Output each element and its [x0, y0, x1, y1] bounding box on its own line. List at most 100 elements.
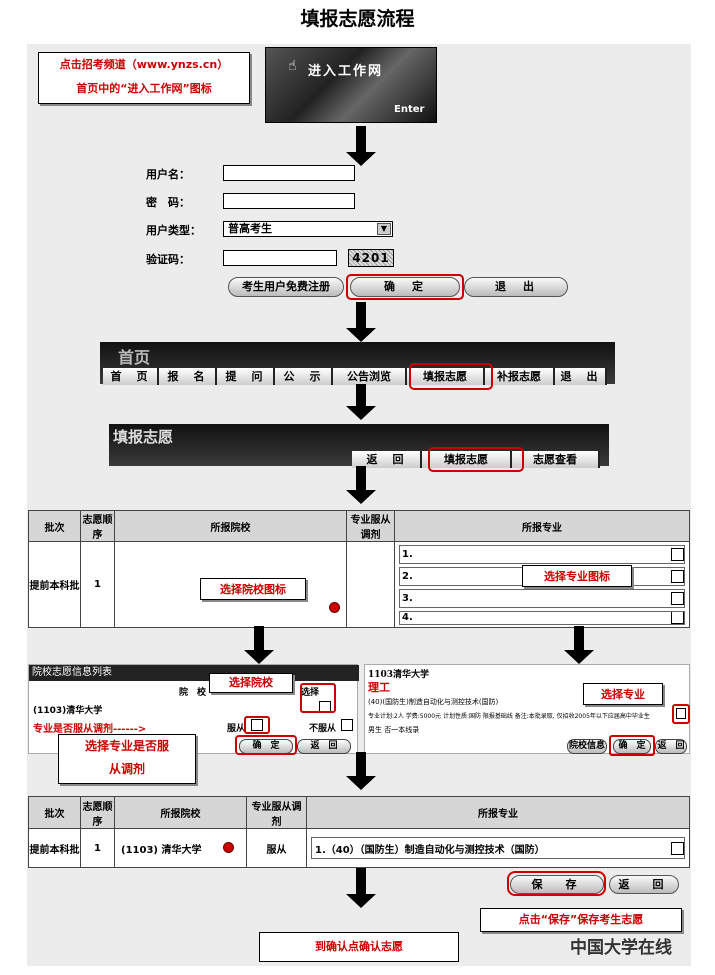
user-type-select[interactable]: 普高考生 ▼	[223, 221, 393, 237]
th2-order: 志愿顺序	[80, 796, 115, 829]
filled-adjust: 服从	[246, 828, 307, 868]
fill-nav: 返 回 填报志愿 志愿查看	[352, 451, 600, 468]
school-confirm-highlight	[235, 735, 297, 755]
major-checkbox[interactable]	[676, 708, 686, 719]
school-select-icon[interactable]	[222, 841, 234, 853]
school-panel-title: 院校志愿信息列表	[29, 665, 359, 681]
nav-fill-highlight	[409, 363, 493, 390]
school-back-button[interactable]: 返 回	[297, 739, 351, 754]
filled-major-cell: 1.（40）（国防生）制造自动化与测控技术（国防）	[306, 828, 690, 868]
major-ok-button[interactable]: 确 定	[613, 739, 651, 754]
home-title: 首页	[118, 348, 151, 367]
fill-nav-back[interactable]: 返 回	[352, 451, 422, 468]
nav-supplement[interactable]: 补报志愿	[485, 368, 555, 385]
arrow-down-2-icon	[346, 302, 376, 342]
arrow-down-4-icon	[346, 466, 376, 504]
register-button[interactable]: 考生用户免费注册	[228, 277, 344, 297]
not-obey-checkbox[interactable]	[341, 719, 353, 731]
th-order: 志愿顺序	[80, 510, 115, 542]
username-input[interactable]	[223, 165, 355, 181]
major-detail: 专业计划:2人 学费:5000元 计划性质:国防 限报基础线 备注:本批录取, …	[368, 713, 650, 720]
th2-batch: 批次	[28, 796, 81, 829]
nav-fill[interactable]: 填报志愿	[407, 368, 485, 385]
school-name: (1103)清华大学	[33, 706, 103, 716]
fill-nav-fill[interactable]: 填报志愿	[422, 451, 512, 468]
filled-order: 1	[80, 828, 115, 868]
adjust-line2: 从调剂	[108, 762, 145, 776]
th-school: 所报院校	[114, 510, 347, 542]
major-info-button[interactable]: 院校信息	[567, 739, 607, 754]
step1-line2: 首页中的“进入工作网”图标	[76, 82, 212, 95]
filled-school: (1103) 清华大学	[121, 844, 202, 856]
login-confirm-button[interactable]: 确 定	[350, 277, 460, 297]
select-col-header: 选择	[301, 688, 320, 698]
password-input[interactable]	[223, 193, 355, 209]
obey-checkbox[interactable]	[251, 719, 263, 731]
major-gender: 男生 否一本线录	[368, 726, 420, 734]
major-slot-4: 4.	[402, 612, 413, 623]
page-title: 填报志愿流程	[300, 8, 415, 30]
fill-nav-highlight	[428, 447, 524, 472]
major-slot-1: 1.	[402, 548, 413, 560]
select-school-icon-callout: 选择院校图标	[200, 578, 306, 600]
step1-line1: 点击招考频道（www.ynzs.cn）	[59, 58, 229, 71]
fill-nav-view[interactable]: 志愿查看	[512, 451, 600, 468]
filled-major: 1.（40）（国防生）制造自动化与测控技术（国防）	[315, 844, 545, 856]
school-checkbox-highlight	[300, 683, 336, 713]
edit-icon[interactable]	[671, 569, 684, 583]
captcha-input[interactable]	[223, 250, 337, 266]
banner-text: 进入工作网	[308, 64, 384, 79]
school-select-icon[interactable]	[329, 602, 340, 613]
order-cell: 1	[80, 541, 115, 628]
nav-home[interactable]: 首 页	[103, 368, 159, 385]
final-back-button[interactable]: 返 回	[609, 875, 679, 894]
edit-icon[interactable]	[671, 611, 684, 624]
volunteer-table-filled: 批次 志愿顺序 所报院校 专业服从调剂 所报专业 提前本科批 1 (1103) …	[28, 796, 690, 868]
save-callout: 点击“保存”保存考生志愿	[480, 908, 682, 932]
arrow-down-6-icon	[564, 626, 594, 664]
edit-icon[interactable]	[671, 591, 684, 605]
nav-notice[interactable]: 公 示	[275, 368, 333, 385]
login-confirm-highlight	[346, 274, 464, 300]
watermark: 中国大学在线	[570, 938, 672, 958]
th2-school: 所报院校	[114, 796, 247, 829]
major-slot-3: 3.	[402, 592, 413, 604]
th2-adjust: 专业服从调剂	[246, 796, 307, 829]
enter-banner[interactable]: ☝ 进入工作网 Enter	[265, 47, 437, 123]
obey-label: 服从	[227, 724, 246, 734]
hand-icon: ☝	[288, 58, 297, 74]
nav-ask[interactable]: 提 问	[217, 368, 275, 385]
th-major: 所报专业	[394, 510, 690, 542]
arrow-down-8-icon	[346, 868, 376, 908]
home-nav: 首 页 报 名 提 问 公 示 公告浏览 填报志愿 补报志愿 退 出	[103, 368, 607, 385]
major-ok-highlight	[609, 735, 655, 756]
captcha-image: 4201	[348, 249, 394, 267]
arrow-down-7-icon	[346, 752, 376, 790]
major-dept: 理工	[368, 681, 390, 694]
select-major-callout: 选择专业	[583, 683, 663, 705]
major-checkbox-highlight	[672, 704, 690, 724]
edit-icon[interactable]	[671, 841, 684, 855]
captcha-label: 验证码：	[146, 253, 190, 266]
nav-announce[interactable]: 公告浏览	[333, 368, 407, 385]
not-obey-label: 不服从	[309, 724, 337, 734]
major-line: (40)(国防生)制造自动化与测控技术(国防)	[368, 698, 499, 706]
fill-title: 填报志愿	[113, 428, 174, 446]
nav-register[interactable]: 报 名	[159, 368, 217, 385]
arrow-down-5-icon	[244, 626, 274, 664]
chevron-down-icon: ▼	[377, 223, 391, 235]
login-exit-button[interactable]: 退 出	[464, 277, 568, 297]
user-type-value: 普高考生	[228, 222, 272, 235]
username-label: 用户名：	[146, 168, 190, 181]
edit-icon[interactable]	[671, 547, 684, 561]
th2-major: 所报专业	[306, 796, 690, 829]
major-back-button[interactable]: 返 回	[655, 739, 687, 754]
select-school-callout: 选择院校	[209, 673, 293, 693]
nav-exit[interactable]: 退 出	[555, 368, 607, 385]
save-button[interactable]: 保 存	[510, 875, 604, 894]
th-batch: 批次	[28, 510, 81, 542]
select-major-icon-callout: 选择专业图标	[522, 565, 632, 587]
banner-enter: Enter	[394, 104, 425, 115]
adjust-line1: 选择专业是否服	[84, 739, 169, 753]
save-highlight	[507, 871, 606, 896]
